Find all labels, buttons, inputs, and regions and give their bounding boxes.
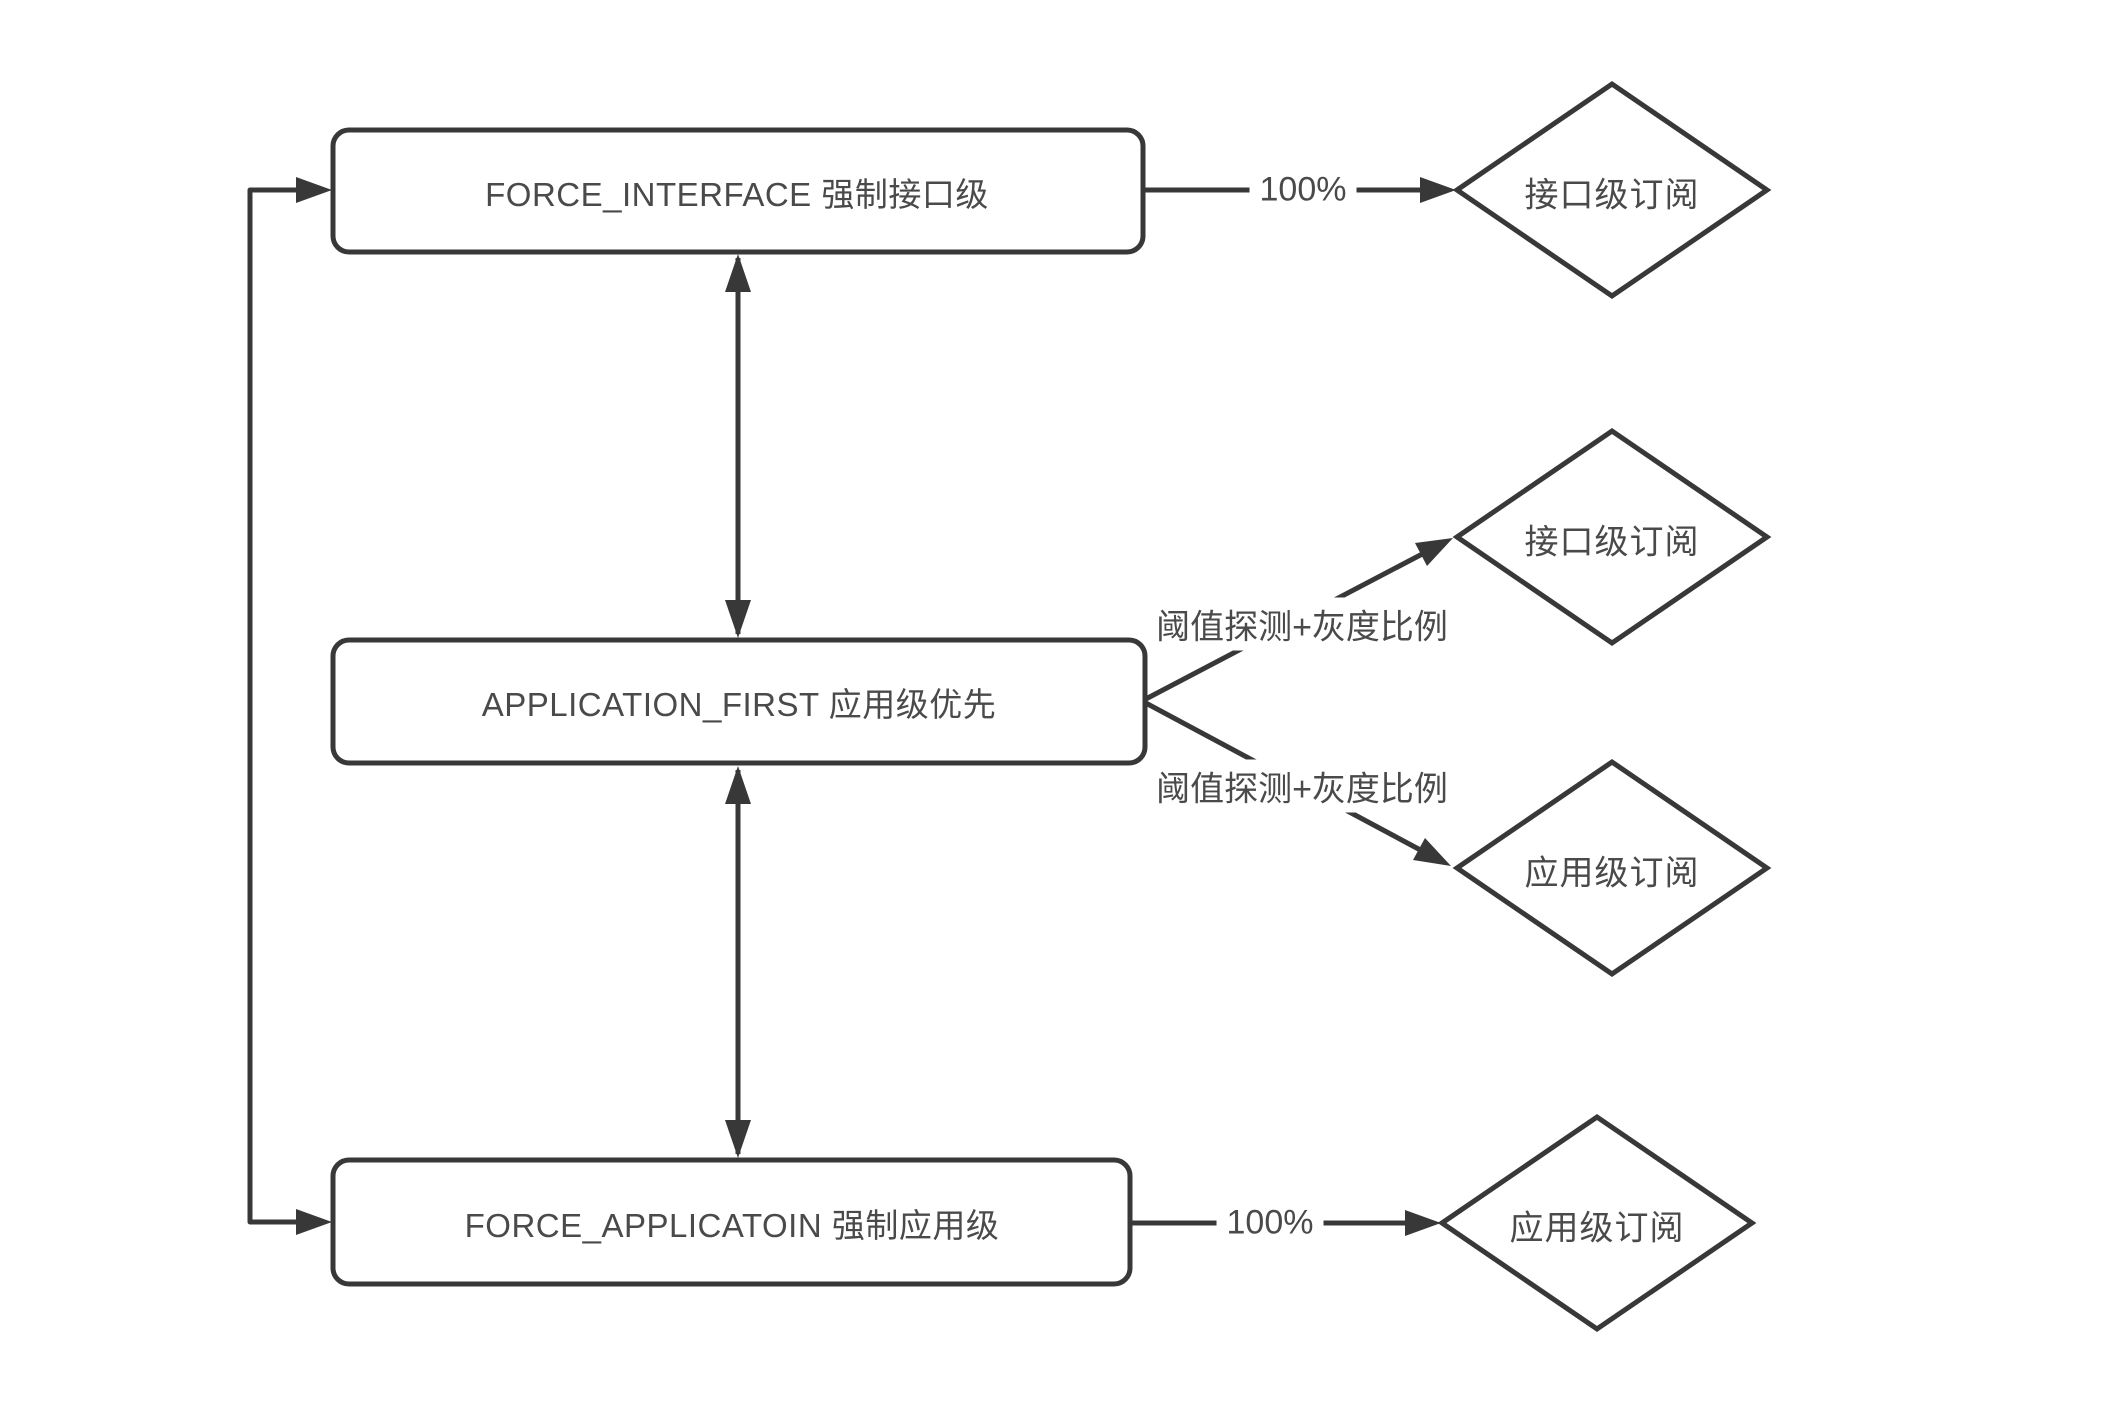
- edge-label-force-application-pct: 100%: [1216, 1201, 1324, 1245]
- node-application-first: [330, 637, 1148, 766]
- edge-arrowhead-down-icon: [725, 600, 751, 638]
- edge-label-force-interface-pct: 100%: [1249, 168, 1357, 212]
- node-label-application-subscription-mid: 应用级订阅: [1524, 854, 1700, 893]
- node-label-interface-subscription-top: 接口级订阅: [1524, 176, 1700, 215]
- node-force-application: [330, 1157, 1133, 1287]
- node-label-application-subscription-bottom: 应用级订阅: [1509, 1209, 1685, 1248]
- edge-label-threshold-gray-lower: 阈值探测+灰度比例: [1150, 759, 1454, 813]
- bracket-connector: [247, 177, 332, 1235]
- bracket-arrowhead-bottom-icon: [296, 1209, 332, 1235]
- node-force-interface: [330, 127, 1146, 255]
- edge-arrowhead-icon: [1405, 1210, 1441, 1236]
- edge-arrowhead-up-icon: [725, 766, 751, 804]
- edge-arrowhead-up-icon: [725, 254, 751, 292]
- edge-label-threshold-gray-upper: 阈值探测+灰度比例: [1150, 597, 1454, 651]
- node-label-interface-subscription-mid: 接口级订阅: [1524, 523, 1700, 562]
- node-label-force-application: FORCE_APPLICATOIN 强制应用级: [464, 1207, 1000, 1244]
- edge-arrowhead-icon: [1413, 838, 1451, 866]
- node-interface-subscription-mid: [1452, 427, 1772, 647]
- node-label-application-first: APPLICATION_FIRST 应用级优先: [481, 686, 997, 723]
- edge-force-interface-application-first: [725, 254, 751, 638]
- node-application-subscription-bottom: [1437, 1113, 1757, 1333]
- node-label-force-interface: FORCE_INTERFACE 强制接口级: [485, 176, 989, 213]
- edge-application-first-force-application: [725, 766, 751, 1158]
- edge-arrowhead-icon: [1420, 177, 1456, 203]
- edge-arrowhead-down-icon: [725, 1120, 751, 1158]
- bracket-arrowhead-top-icon: [296, 177, 332, 203]
- node-application-subscription-mid: [1452, 758, 1772, 978]
- bracket-line: [247, 187, 296, 1225]
- edge-arrowhead-icon: [1415, 538, 1453, 566]
- node-interface-subscription-top: [1452, 80, 1772, 300]
